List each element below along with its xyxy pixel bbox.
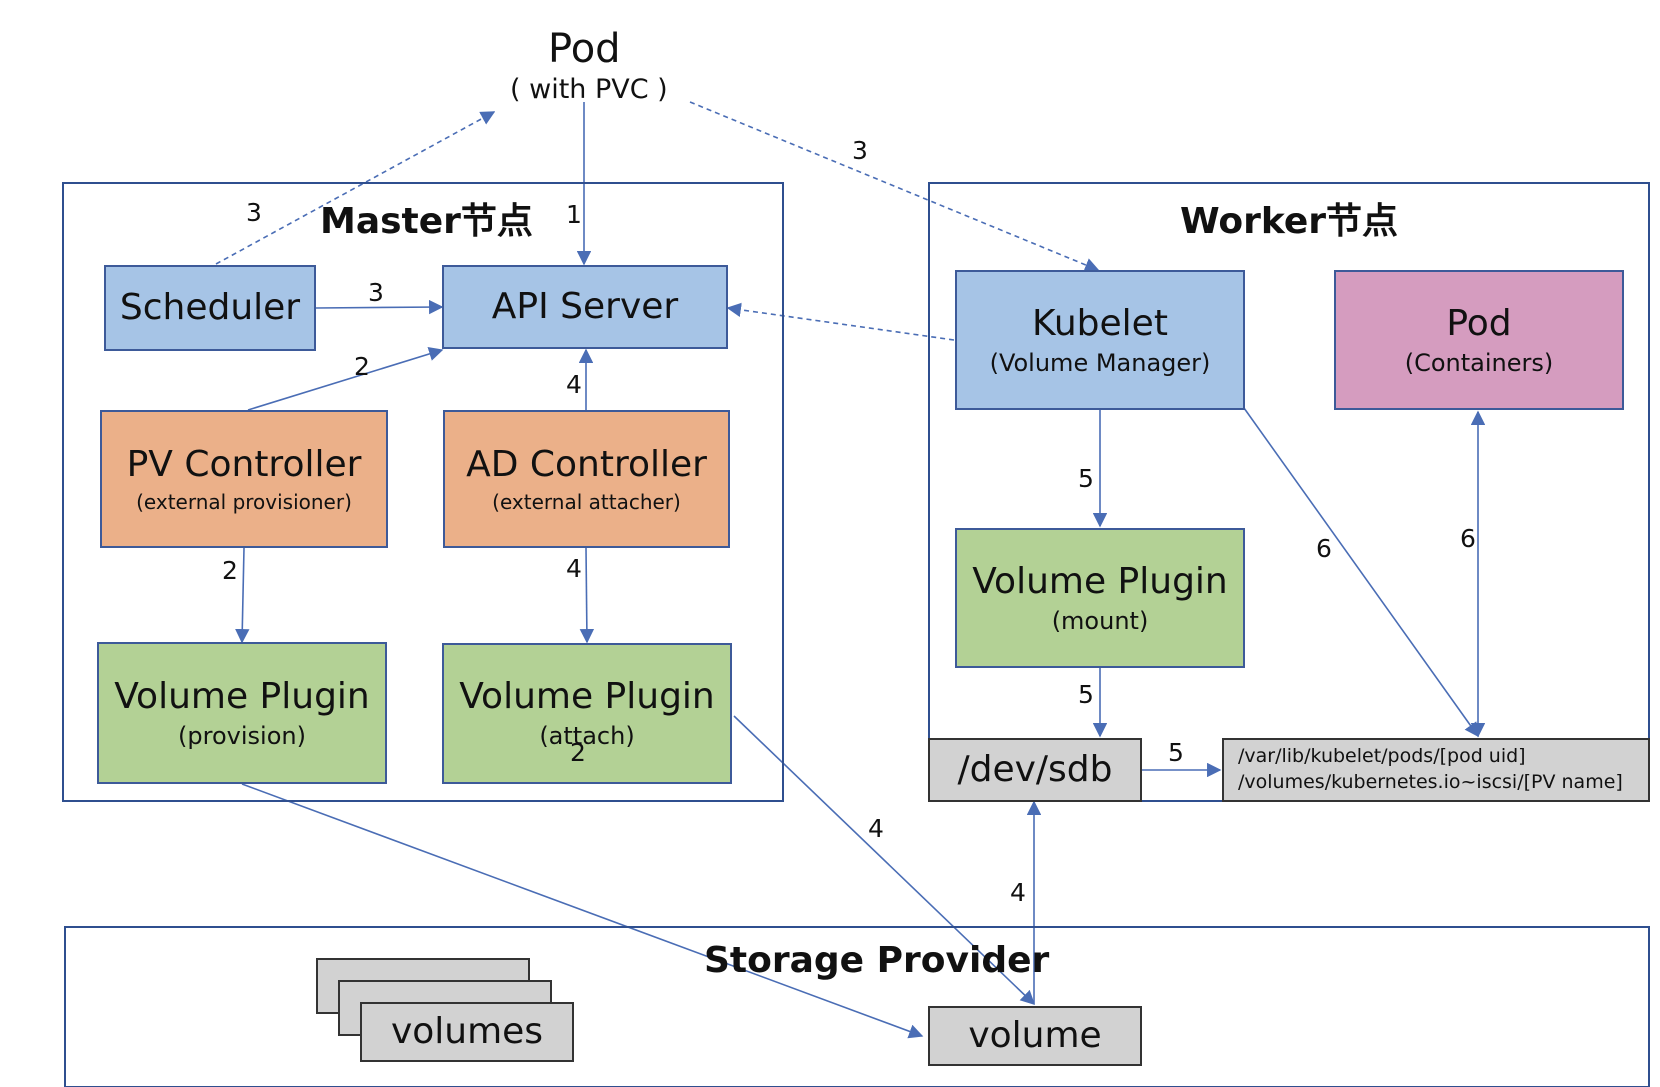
arrow-pod-to-kubelet bbox=[689, 101, 1100, 272]
volume-plugin-mount-subtitle: (mount) bbox=[1051, 606, 1149, 635]
volume-plugin-provision-subtitle: (provision) bbox=[178, 721, 306, 750]
dev-sdb-label: /dev/sdb bbox=[957, 749, 1113, 791]
dev-sdb-box: /dev/sdb bbox=[928, 738, 1142, 802]
arrow-kubelet-to-path bbox=[1243, 407, 1479, 738]
edge-label-pod-to-kubelet: 3 bbox=[852, 136, 868, 165]
worker-pod-box: Pod (Containers) bbox=[1334, 270, 1624, 410]
pod-title: Pod bbox=[548, 26, 621, 72]
volumes-label: volumes bbox=[390, 1011, 544, 1053]
arrow-attach-to-volume bbox=[733, 715, 1036, 1005]
scheduler-box: Scheduler bbox=[104, 265, 316, 351]
mount-path-box: /var/lib/kubelet/pods/[pod uid] /volumes… bbox=[1222, 738, 1650, 802]
pv-controller-title: PV Controller bbox=[126, 443, 362, 485]
edge-label-scheduler-to-pod: 3 bbox=[246, 198, 262, 227]
master-node-heading: Master节点 bbox=[320, 201, 533, 242]
edge-label-ad-to-plugin: 4 bbox=[566, 554, 582, 583]
worker-node-heading: Worker节点 bbox=[1180, 201, 1399, 242]
arrow-scheduler-to-api bbox=[315, 299, 444, 315]
arrow-kubelet-to-api bbox=[726, 302, 955, 341]
arrow-pv-to-plugin bbox=[235, 547, 250, 644]
api-server-box: API Server bbox=[442, 265, 728, 349]
storage-provider-heading: Storage Provider bbox=[704, 940, 1050, 981]
volume-plugin-provision-box: Volume Plugin (provision) bbox=[97, 642, 387, 784]
pv-controller-box: PV Controller (external provisioner) bbox=[100, 410, 388, 548]
edge-label-pod-to-path: 6 bbox=[1460, 524, 1476, 553]
volume-label: volume bbox=[968, 1015, 1102, 1057]
api-server-label: API Server bbox=[491, 286, 679, 328]
edge-label-mount-to-dev: 5 bbox=[1078, 680, 1094, 709]
volume-plugin-attach-title: Volume Plugin bbox=[459, 676, 715, 717]
edge-label-volume-to-dev: 4 bbox=[1010, 878, 1026, 907]
ad-controller-subtitle: (external attacher) bbox=[492, 490, 681, 515]
arrow-provision-to-volume bbox=[241, 783, 924, 1039]
ad-controller-title: AD Controller bbox=[466, 443, 707, 485]
volumes-stack-front: volumes bbox=[360, 1002, 574, 1062]
scheduler-label: Scheduler bbox=[119, 287, 301, 329]
mount-path-line2: /volumes/kubernetes.io~iscsi/[PV name] bbox=[1238, 771, 1623, 793]
edge-label-kubelet-to-path: 6 bbox=[1316, 534, 1332, 563]
volume-plugin-attach-subtitle: (attach) bbox=[539, 722, 635, 751]
arrow-pv-to-api bbox=[247, 346, 444, 411]
kubelet-title: Kubelet bbox=[1032, 302, 1168, 344]
kubelet-subtitle: (Volume Manager) bbox=[989, 348, 1211, 377]
volume-plugin-mount-box: Volume Plugin (mount) bbox=[955, 528, 1245, 668]
edge-label-pv-to-plugin: 2 bbox=[222, 556, 238, 585]
master-node-frame bbox=[62, 182, 784, 802]
volume-plugin-mount-title: Volume Plugin bbox=[972, 560, 1228, 602]
volume-box: volume bbox=[928, 1006, 1142, 1066]
edge-label-pod-to-api: 1 bbox=[566, 200, 582, 229]
volume-plugin-attach-box: Volume Plugin (attach) bbox=[442, 643, 732, 784]
arrow-ad-to-plugin bbox=[579, 547, 595, 644]
edge-label-dev-to-path: 5 bbox=[1168, 738, 1184, 767]
worker-pod-title: Pod bbox=[1446, 302, 1512, 344]
worker-pod-subtitle: (Containers) bbox=[1404, 348, 1554, 377]
arrow-scheduler-to-pod bbox=[215, 111, 496, 265]
edge-label-kubelet-to-mount: 5 bbox=[1078, 464, 1094, 493]
edge-label-scheduler-to-api: 3 bbox=[368, 278, 384, 307]
kubelet-box: Kubelet (Volume Manager) bbox=[955, 270, 1245, 410]
edge-label-pv-to-api: 2 bbox=[354, 352, 370, 381]
edge-label-provision-to-volume: 2 bbox=[570, 738, 586, 767]
volume-plugin-provision-title: Volume Plugin bbox=[114, 675, 370, 717]
mount-path-line1: /var/lib/kubelet/pods/[pod uid] bbox=[1238, 745, 1526, 768]
pod-subtitle: ( with PVC ) bbox=[510, 74, 668, 105]
edge-label-ad-to-api: 4 bbox=[566, 370, 582, 399]
pv-controller-subtitle: (external provisioner) bbox=[136, 490, 352, 515]
ad-controller-box: AD Controller (external attacher) bbox=[443, 410, 730, 548]
edge-label-attach-to-volume: 4 bbox=[868, 814, 884, 843]
